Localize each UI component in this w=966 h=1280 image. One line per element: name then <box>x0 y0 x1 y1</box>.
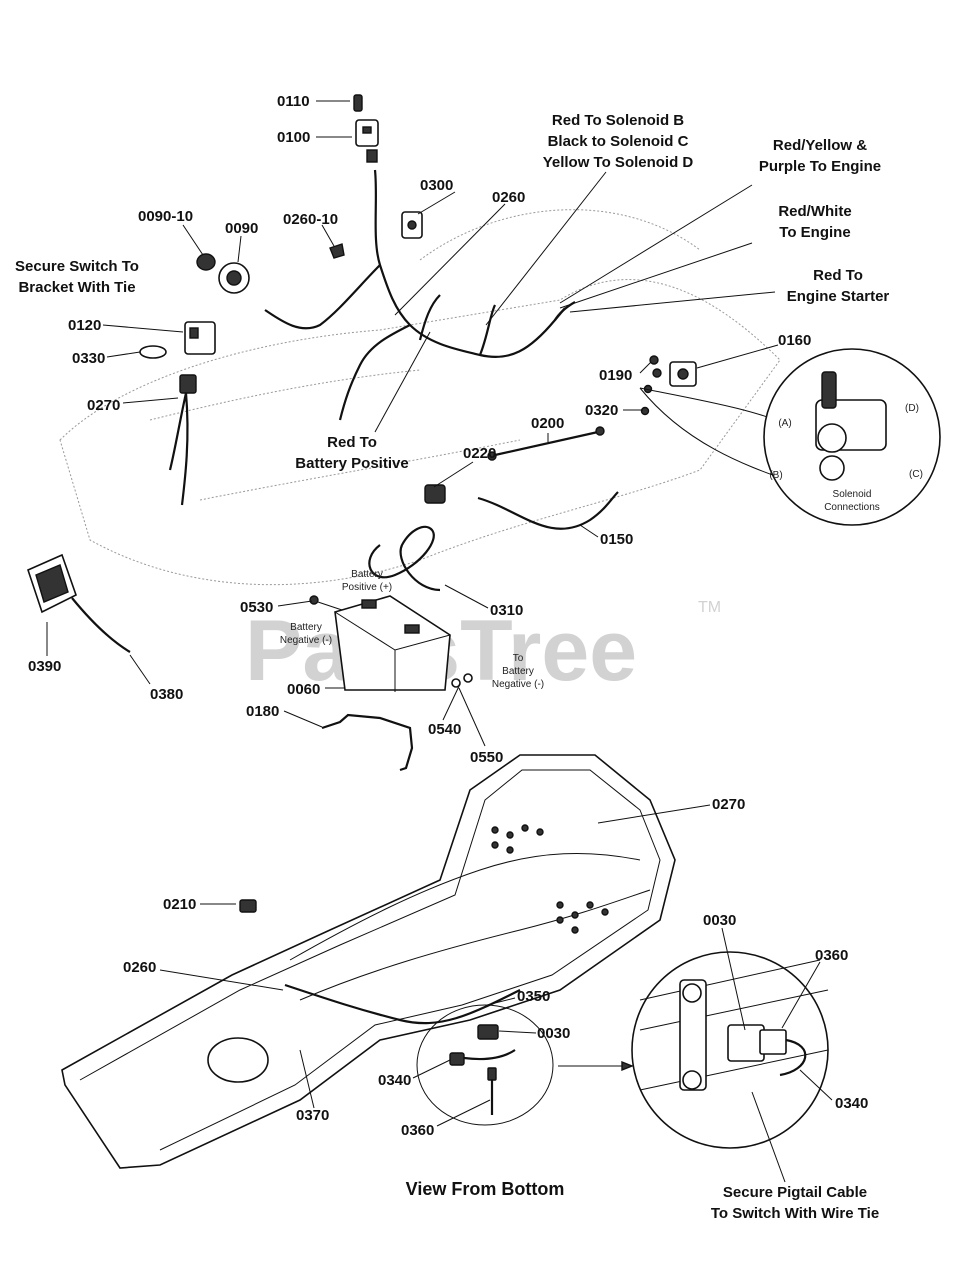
part-0380-lead <box>71 597 131 653</box>
arrow-to-magnified-view <box>558 1060 634 1072</box>
label-0270-top: 0270 <box>87 397 120 414</box>
label-0100: 0100 <box>277 129 310 146</box>
note-yellow-to-solenoid-d: Yellow To Solenoid D <box>543 154 694 171</box>
bottom-detail-circle <box>416 1004 554 1126</box>
part-0090-10-knob <box>196 253 216 271</box>
solenoid-terminal-b: (B) <box>769 470 782 481</box>
label-0030-right: 0030 <box>703 912 736 929</box>
part-0300-connector <box>401 211 423 239</box>
part-0100-ignition-switch <box>355 119 379 163</box>
part-0310-cable-loop <box>368 525 441 592</box>
solenoid-terminal-c: (C) <box>909 469 923 480</box>
note-switch-with-wire-tie: To Switch With Wire Tie <box>711 1205 879 1222</box>
label-0260-top: 0260 <box>492 189 525 206</box>
solenoid-detail: (A) (B) (C) (D) Solenoid Connections <box>639 348 941 526</box>
part-0180-bracket <box>321 713 414 772</box>
label-0380: 0380 <box>150 686 183 703</box>
label-0150: 0150 <box>600 531 633 548</box>
solenoid-terminal-a: (A) <box>778 418 791 429</box>
to-battery-negative-callout-3: Negative (-) <box>492 679 544 690</box>
part-0060-battery <box>334 595 451 692</box>
label-0320: 0320 <box>585 402 618 419</box>
label-0530: 0530 <box>240 599 273 616</box>
label-0090-10: 0090-10 <box>138 208 193 225</box>
label-0190: 0190 <box>599 367 632 384</box>
label-0120: 0120 <box>68 317 101 334</box>
label-0180: 0180 <box>246 703 279 720</box>
part-0190-nut <box>649 355 662 378</box>
label-0360-right: 0360 <box>815 947 848 964</box>
note-to-engine: To Engine <box>779 224 850 241</box>
label-0110: 0110 <box>277 93 310 110</box>
label-0310: 0310 <box>490 602 523 619</box>
label-0390: 0390 <box>28 658 61 675</box>
battery-positive-callout: Battery <box>351 569 383 580</box>
label-0260-bottom: 0260 <box>123 959 156 976</box>
part-labels: 0110 0100 0300 0260 0260-10 0090-10 0090… <box>28 93 868 1139</box>
note-bracket-with-tie: Bracket With Tie <box>18 279 135 296</box>
label-0340-right: 0340 <box>835 1095 868 1112</box>
magnified-switch-view <box>631 951 829 1149</box>
solenoid-terminal-d: (D) <box>905 403 919 414</box>
note-purple-to-engine: Purple To Engine <box>759 158 881 175</box>
part-0550-washer <box>451 678 461 688</box>
note-red-to: Red To <box>813 267 863 284</box>
chassis-frame <box>61 754 676 1169</box>
battery-positive-callout-2: Positive (+) <box>342 582 392 593</box>
note-battery-positive: Battery Positive <box>295 455 408 472</box>
part-0530-bolt <box>309 595 343 611</box>
to-battery-negative-callout-2: Battery <box>502 666 534 677</box>
note-engine-starter: Engine Starter <box>787 288 890 305</box>
label-0550: 0550 <box>470 749 503 766</box>
part-0090-switch <box>218 262 250 294</box>
label-0090: 0090 <box>225 220 258 237</box>
part-0110-key <box>353 94 363 112</box>
label-0160: 0160 <box>778 332 811 349</box>
label-0540: 0540 <box>428 721 461 738</box>
watermark-trademark: TM <box>698 599 721 616</box>
label-0300: 0300 <box>420 177 453 194</box>
wiring-harness <box>264 169 576 421</box>
part-0200-cable <box>487 426 605 461</box>
note-secure-switch: Secure Switch To <box>15 258 139 275</box>
note-black-to-solenoid-c: Black to Solenoid C <box>548 133 689 150</box>
part-0260-10-clip <box>329 243 345 259</box>
label-0270-bottom: 0270 <box>712 796 745 813</box>
part-0270-switch-lead <box>168 374 197 506</box>
part-0390-hour-meter <box>27 553 77 614</box>
view-from-bottom-caption: View From Bottom <box>406 1179 565 1199</box>
label-0340-left: 0340 <box>378 1072 411 1089</box>
label-0370: 0370 <box>296 1107 329 1124</box>
leader-lines <box>46 100 833 1183</box>
part-0150-cable <box>477 491 619 530</box>
to-battery-negative-callout: To <box>513 653 524 664</box>
label-0060: 0060 <box>287 681 320 698</box>
label-0210: 0210 <box>163 896 196 913</box>
note-secure-pigtail: Secure Pigtail Cable <box>723 1184 867 1201</box>
label-0350: 0350 <box>517 988 550 1005</box>
part-0120-relay <box>184 321 216 355</box>
battery-negative-callout: Battery <box>290 622 322 633</box>
label-0220: 0220 <box>463 445 496 462</box>
note-red-white: Red/White <box>778 203 851 220</box>
solenoid-connections-label: Solenoid <box>833 489 872 500</box>
note-red-yellow: Red/Yellow & <box>773 137 867 154</box>
label-0200: 0200 <box>531 415 564 432</box>
instruction-notes: Red To Solenoid B Black to Solenoid C Ye… <box>15 112 889 1222</box>
label-0330: 0330 <box>72 350 105 367</box>
label-0260-10: 0260-10 <box>283 211 338 228</box>
solenoid-connections-label-2: Connections <box>824 502 880 513</box>
label-0360-left: 0360 <box>401 1122 434 1139</box>
part-0540-nut <box>463 673 473 683</box>
battery-negative-callout-2: Negative (-) <box>280 635 332 646</box>
label-0030-left: 0030 <box>537 1025 570 1042</box>
note-red-to-battery: Red To <box>327 434 377 451</box>
frame-star-fasteners <box>491 824 609 934</box>
note-red-to-solenoid-b: Red To Solenoid B <box>552 112 684 129</box>
part-0160-solenoid <box>669 361 697 387</box>
part-0330-tie <box>139 345 167 359</box>
part-0220-cap <box>424 484 446 504</box>
